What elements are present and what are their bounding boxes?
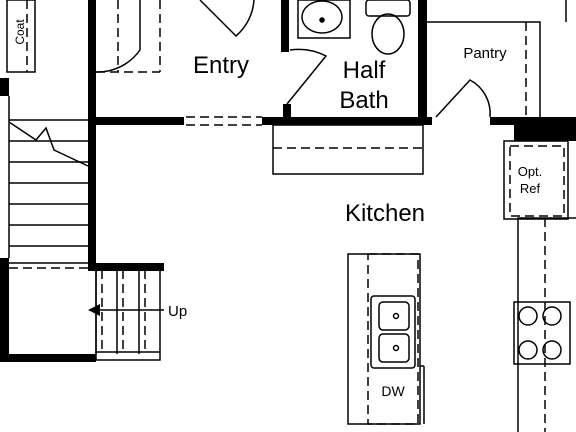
- appliance-label-dishwasher: DW: [381, 383, 405, 399]
- header-cabinet: [272, 124, 424, 175]
- range-outline: [513, 301, 571, 365]
- wall-pantry-right: [514, 117, 576, 141]
- wall-bath-pantry: [418, 0, 427, 124]
- toilet-bowl: [371, 13, 405, 55]
- wall-kitchen-top-pier: [283, 104, 291, 124]
- room-label-half-bath-line1: Half: [343, 57, 386, 84]
- stair-direction-label: Up: [168, 303, 187, 320]
- entry-door-swing: [199, 0, 255, 38]
- room-label-kitchen: Kitchen: [345, 200, 425, 227]
- wall-stair-bottom: [88, 263, 164, 271]
- appliance-label-refrigerator-line1: Opt.: [518, 164, 543, 179]
- room-label-coat: Coat: [13, 19, 27, 45]
- doors: [95, 0, 491, 118]
- kitchen-sink: [370, 295, 416, 369]
- wall-bottom-left: [0, 354, 96, 362]
- half-bath-fixtures: [297, 0, 411, 55]
- toilet-tank: [365, 0, 411, 17]
- room-label-entry: Entry: [193, 52, 249, 79]
- pantry-outline: [427, 21, 541, 117]
- pantry-door-swing: [435, 79, 491, 118]
- wall-left-lower: [0, 258, 9, 362]
- right-counter-outline: [517, 217, 576, 432]
- wall-left-upper: [0, 78, 9, 96]
- refrigerator-outline: [503, 140, 569, 220]
- bath-sink-counter: [297, 0, 351, 39]
- coat-closet-outline: [6, 0, 36, 73]
- dashed-lines: [9, 0, 565, 432]
- stair-lower-outline: [95, 269, 161, 361]
- stair-up-arrow: [88, 304, 164, 316]
- walls: [0, 0, 576, 362]
- wall-kitchen-top-left: [88, 117, 184, 125]
- wall-kitchen-top-mid: [262, 117, 432, 125]
- range-burners: [518, 306, 562, 360]
- room-label-pantry: Pantry: [463, 45, 507, 62]
- thin-walls: [6, 0, 576, 432]
- stair-treads: [9, 119, 160, 354]
- wall-entry-bath: [281, 0, 289, 52]
- room-label-half-bath-line2: Bath: [339, 87, 388, 114]
- bath-sink-basin: [301, 0, 343, 34]
- stair-break-line: [8, 121, 89, 167]
- wall-stair-upper: [88, 0, 96, 270]
- bath-door-swing: [286, 48, 328, 105]
- appliance-label-refrigerator-line2: Ref: [520, 181, 541, 196]
